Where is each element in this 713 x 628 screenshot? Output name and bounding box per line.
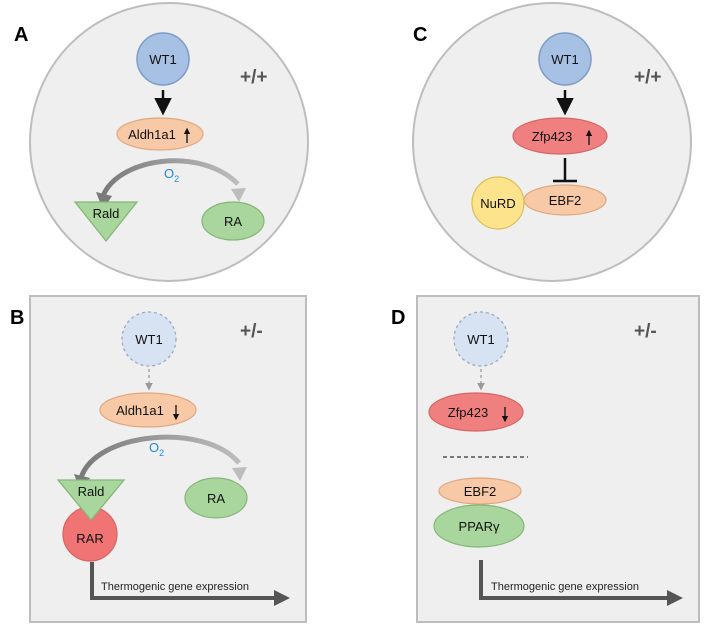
panel-a-rald-node: Rald	[73, 201, 139, 243]
panel-c-nurd-node: NuRD	[471, 176, 525, 230]
panel-c-inhibition-bar	[553, 158, 577, 183]
panel-b-expression-arrow	[90, 562, 290, 606]
panel-a-aldh1a1-node: Aldh1a1	[116, 117, 204, 151]
panel-a-curve-tail-icon	[96, 192, 112, 210]
panel-b-curve-head-icon	[232, 467, 247, 481]
panel-d-expression-arrow	[479, 560, 683, 606]
panel-d-genotype: +/-	[634, 321, 657, 342]
panel-b-genotype: +/-	[240, 321, 263, 342]
panel-b-aldh1a1-label: Aldh1a1	[116, 403, 164, 418]
panel-d-ebf2-node: EBF2	[438, 477, 522, 505]
panel-b-wt1-node: WT1	[121, 311, 177, 367]
panel-a-ra-node: RA	[201, 201, 265, 241]
panel-d: D +/- WT1 Zfp423 EBF2 PPARγ Thermogenic …	[391, 295, 700, 623]
panel-d-ppar-label: PPARγ	[459, 519, 500, 534]
panel-d-zfp423-label: Zfp423	[448, 405, 488, 420]
panel-d-wt1-label: WT1	[467, 332, 494, 347]
panel-b-o2: O2	[149, 440, 164, 458]
panel-b-rald-node: Rald	[56, 479, 126, 522]
panel-a-rald-label: Rald	[93, 206, 120, 221]
panel-c-wt1-label: WT1	[551, 52, 578, 67]
panel-c-wt1-node: WT1	[538, 32, 592, 86]
panel-c-ebf2-label: EBF2	[549, 193, 582, 208]
panel-c-ebf2-node: EBF2	[523, 184, 607, 216]
panel-a-genotype: +/+	[240, 67, 267, 88]
panel-c-genotype: +/+	[634, 67, 661, 88]
panel-a-wt1-node: WT1	[136, 32, 190, 86]
panel-d-letter: D	[391, 307, 405, 329]
panel-d-wt1-node: WT1	[453, 311, 509, 367]
panel-c-zfp423-label: Zfp423	[532, 129, 572, 144]
panel-d-ppar-node: PPARγ	[433, 504, 525, 548]
panel-c-zfp423-node: Zfp423	[512, 117, 608, 155]
panel-a-aldh1a1-label: Aldh1a1	[128, 127, 176, 142]
panel-c-letter: C	[413, 24, 427, 46]
panel-b-expression-label: Thermogenic gene expression	[101, 581, 249, 593]
panel-b-ra-label: RA	[207, 491, 225, 506]
panel-b: B +/- WT1 Aldh1a1 O2 RAR Rald RA Th	[10, 295, 307, 623]
panel-b-rar-label: RAR	[76, 531, 103, 546]
panel-b-letter: B	[10, 307, 24, 329]
panel-a-conversion-curve	[100, 158, 240, 198]
panel-b-wt1-label: WT1	[135, 332, 162, 347]
panel-a-letter: A	[14, 24, 28, 46]
panel-d-ebf2-label: EBF2	[464, 484, 497, 499]
panel-b-rald-label: Rald	[78, 484, 105, 499]
panel-a-curve-head-icon	[231, 188, 246, 202]
panel-a-wt1-label: WT1	[149, 52, 176, 67]
panel-b-conversion-curve	[78, 434, 241, 479]
panel-b-aldh1a1-node: Aldh1a1	[99, 392, 197, 428]
panel-c-nurd-label: NuRD	[480, 196, 515, 211]
panel-a-ra-label: RA	[224, 214, 242, 229]
panel-a-o2: O2	[164, 166, 179, 184]
panel-c: C +/+ WT1 Zfp423 EBF2 NuRD	[412, 2, 692, 282]
panel-b-ra-node: RA	[184, 477, 248, 519]
panel-a: A +/+ WT1 Aldh1a1 O2 Rald RA	[14, 2, 309, 282]
panel-d-expression-label: Thermogenic gene expression	[491, 581, 639, 593]
panel-d-zfp423-node: Zfp423	[428, 392, 524, 432]
